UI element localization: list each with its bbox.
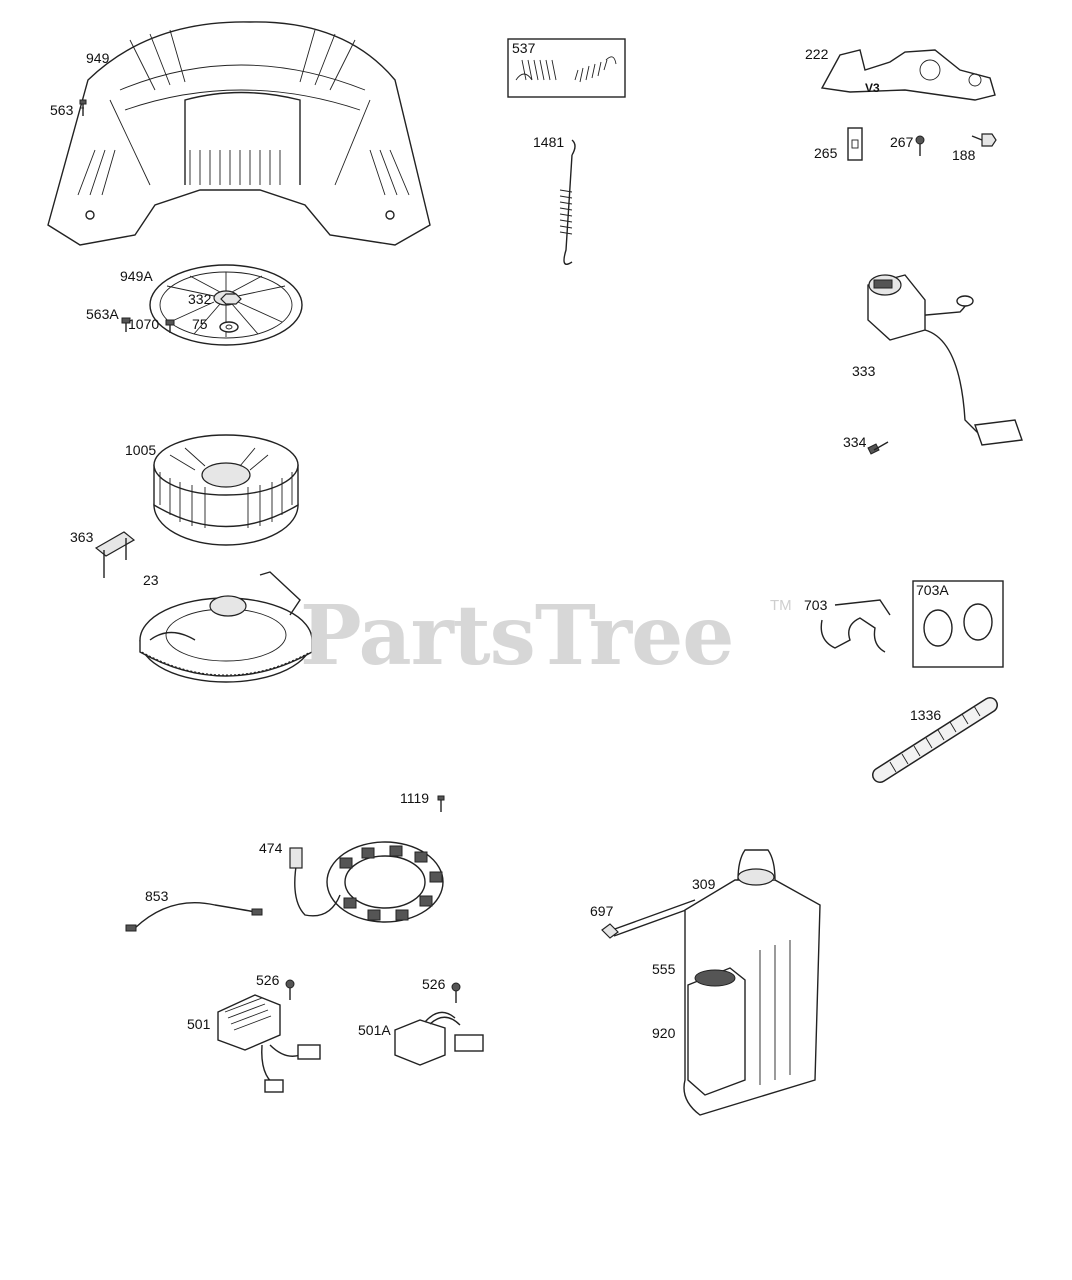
label-1070[interactable]: 1070 (128, 316, 160, 332)
bolt-697[interactable] (601, 899, 698, 939)
label-1481[interactable]: 1481 (533, 134, 565, 150)
label-563[interactable]: 563 (50, 102, 74, 118)
label-537[interactable]: 537 (512, 40, 536, 56)
label-188[interactable]: 188 (952, 147, 976, 163)
label-501A[interactable]: 501A (358, 1022, 391, 1038)
label-474[interactable]: 474 (259, 840, 283, 856)
label-309[interactable]: 309 (692, 876, 716, 892)
label-526-right[interactable]: 526 (422, 976, 446, 992)
watermark: PartsTree (300, 588, 734, 684)
blower-housing-949[interactable] (47, 21, 431, 246)
label-920[interactable]: 920 (652, 1025, 676, 1041)
label-949[interactable]: 949 (86, 50, 110, 66)
label-563A[interactable]: 563A (86, 306, 119, 322)
key-363[interactable] (94, 531, 136, 578)
wire-853[interactable] (125, 902, 263, 932)
nut-332[interactable] (220, 293, 242, 305)
solenoid-555[interactable] (687, 967, 746, 1096)
screw-1119[interactable] (437, 795, 445, 812)
clip-265[interactable] (847, 127, 863, 161)
screw-267[interactable] (915, 135, 925, 156)
label-1336[interactable]: 1336 (910, 707, 942, 723)
label-333[interactable]: 333 (852, 363, 876, 379)
governor-link-1481[interactable] (559, 139, 576, 265)
rotating-screen-949A[interactable] (149, 264, 303, 346)
bolt-563A[interactable] (121, 317, 131, 332)
label-267[interactable]: 267 (890, 134, 914, 150)
alternator-474[interactable] (289, 841, 444, 923)
label-853[interactable]: 853 (145, 888, 169, 904)
bolt-188[interactable] (971, 133, 997, 147)
label-949A[interactable]: 949A (120, 268, 153, 284)
label-703A[interactable]: 703A (916, 582, 949, 598)
label-501[interactable]: 501 (187, 1016, 211, 1032)
label-75[interactable]: 75 (192, 316, 208, 332)
trademark-mark: TM (770, 597, 792, 614)
v3-tag: V3 (865, 81, 880, 95)
bolt-563[interactable] (79, 99, 87, 116)
label-363[interactable]: 363 (70, 529, 94, 545)
label-555[interactable]: 555 (652, 961, 676, 977)
label-265[interactable]: 265 (814, 145, 838, 161)
screw-526-right[interactable] (451, 982, 461, 1003)
clamp-703[interactable] (820, 599, 891, 653)
label-222[interactable]: 222 (805, 46, 829, 62)
label-1119[interactable]: 1119 (400, 790, 430, 806)
label-1005[interactable]: 1005 (125, 442, 157, 458)
spring-set-537[interactable] (507, 38, 626, 98)
regulator-501[interactable] (217, 994, 321, 1093)
clamp-kit-703A[interactable] (912, 580, 1004, 668)
screw-526-left[interactable] (285, 979, 295, 1000)
label-334[interactable]: 334 (843, 434, 867, 450)
ignition-armature-333[interactable] (867, 274, 1023, 446)
label-23[interactable]: 23 (143, 572, 159, 588)
bolt-1070[interactable] (165, 319, 175, 333)
screw-334[interactable] (867, 441, 889, 455)
flywheel-fan-1005[interactable] (153, 434, 299, 546)
label-332[interactable]: 332 (188, 291, 212, 307)
flywheel-23[interactable] (139, 571, 313, 683)
label-697[interactable]: 697 (590, 903, 614, 919)
label-703[interactable]: 703 (804, 597, 828, 613)
label-526-left[interactable]: 526 (256, 972, 280, 988)
regulator-501A[interactable] (394, 1011, 484, 1066)
conduit-1336[interactable] (872, 697, 998, 783)
control-bracket-222[interactable] (820, 49, 996, 101)
washer-75[interactable] (219, 321, 239, 333)
